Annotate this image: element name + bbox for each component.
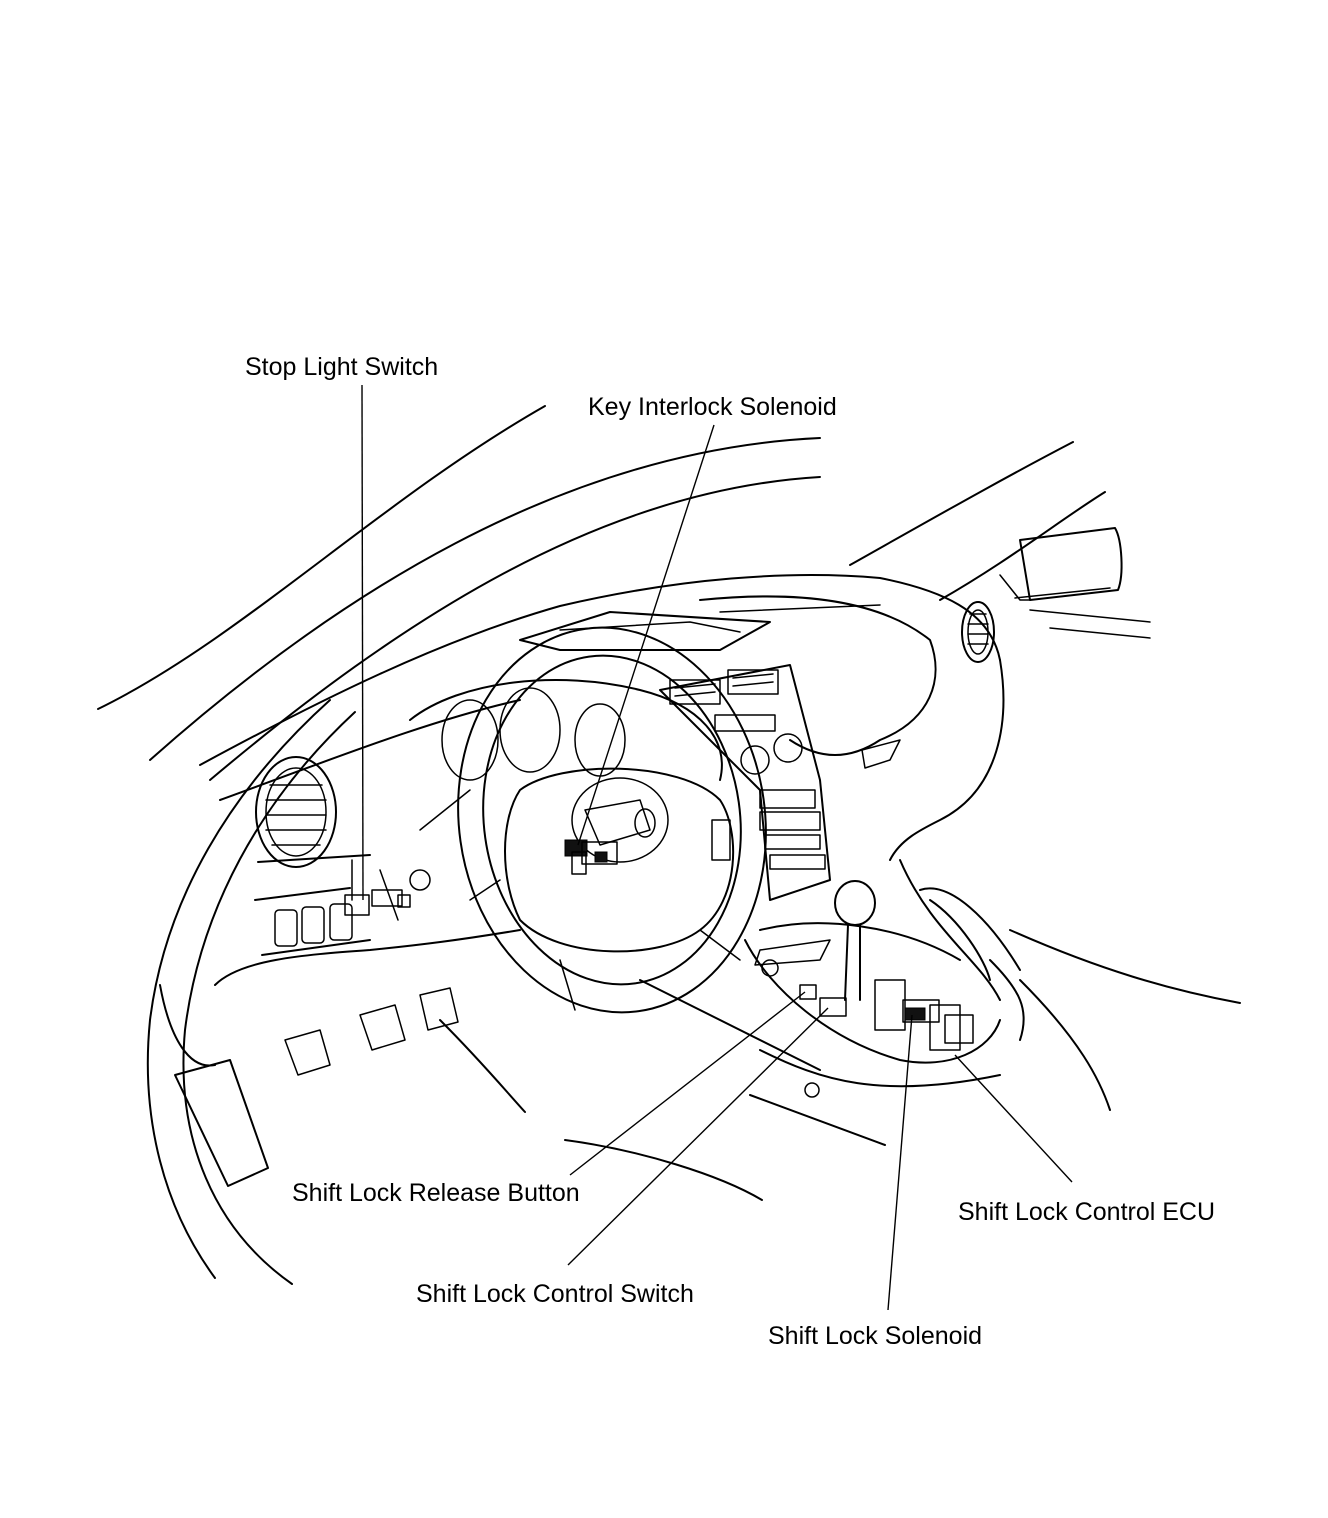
key-interlock-solenoid-part	[564, 799, 656, 875]
instrument-cluster	[409, 679, 723, 891]
upper-dashboard	[199, 574, 1151, 861]
label-stop-light-switch: Stop Light Switch	[245, 353, 439, 381]
label-shift-lock-release-button: Shift Lock Release Button	[292, 1179, 580, 1207]
shift-console	[744, 880, 1001, 1146]
leader-shift-lock-control-ecu	[954, 1054, 1073, 1183]
left-air-vent	[254, 756, 371, 901]
leader-lines	[361, 384, 1073, 1311]
label-key-interlock-solenoid: Key Interlock Solenoid	[588, 393, 837, 421]
lower-dashboard	[159, 929, 821, 1201]
label-shift-lock-solenoid: Shift Lock Solenoid	[768, 1322, 983, 1350]
switch-panel	[261, 903, 371, 956]
label-shift-lock-control-ecu: Shift Lock Control ECU	[958, 1198, 1216, 1226]
leader-key-interlock-solenoid	[577, 424, 715, 846]
leader-shift-lock-solenoid	[887, 1014, 913, 1311]
leader-shift-lock-control-switch	[567, 1007, 829, 1266]
side-mirror	[999, 527, 1123, 601]
armrest	[899, 859, 1241, 1111]
label-shift-lock-control-switch: Shift Lock Control Switch	[416, 1280, 694, 1308]
leader-stop-light-switch	[361, 384, 364, 901]
right-air-vent	[961, 601, 995, 663]
center-console	[659, 664, 901, 901]
leader-shift-lock-release-button	[569, 991, 806, 1176]
stop-light-switch-part	[344, 859, 411, 921]
steering-wheel	[457, 626, 767, 1014]
windshield-lines	[97, 405, 1106, 781]
